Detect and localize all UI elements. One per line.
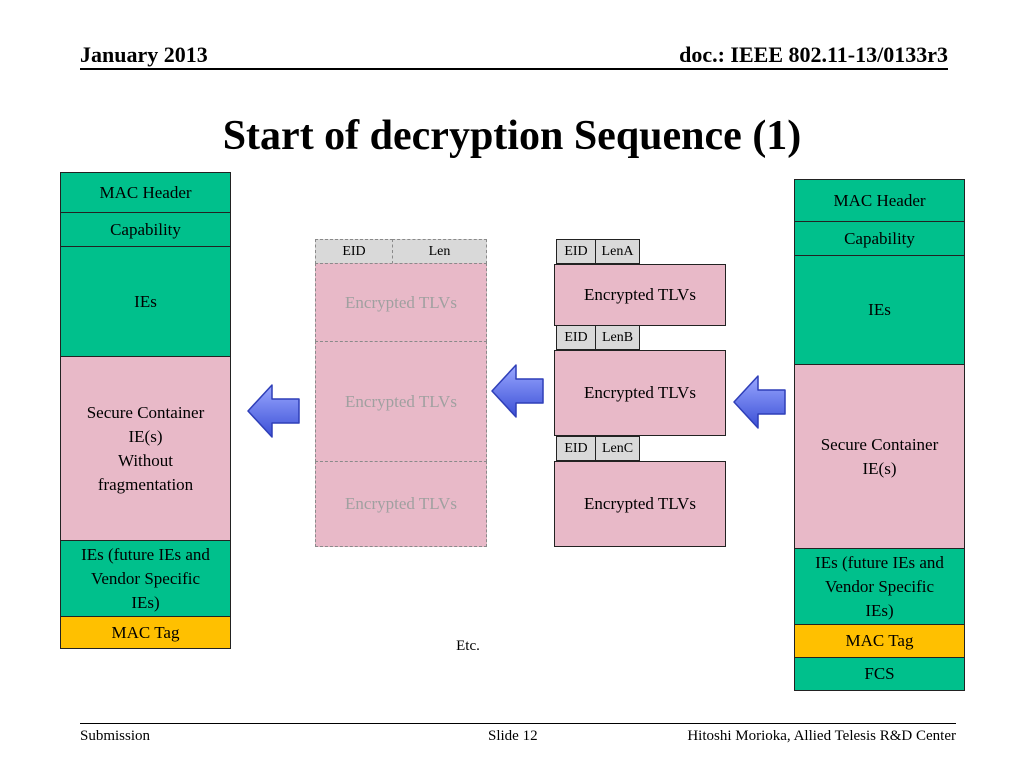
fragment-a-tlvs: Encrypted TLVs — [554, 264, 726, 326]
left-secure-container: Secure Container IE(s) Without fragmenta… — [60, 356, 231, 541]
left-future-ies: IEs (future IEs and Vendor Specific IEs) — [60, 540, 231, 617]
slide-title: Start of decryption Sequence (1) — [222, 113, 802, 159]
middle-tlvs-3: Encrypted TLVs — [315, 461, 487, 547]
header-rule — [80, 68, 948, 70]
fragment-c-tlvs: Encrypted TLVs — [554, 461, 726, 547]
footer-author: Hitoshi Morioka, Allied Telesis R&D Cent… — [687, 728, 956, 744]
middle-tlvs-2: Encrypted TLVs — [315, 341, 487, 462]
middle-eid: EID — [315, 239, 393, 264]
footer-submission: Submission — [80, 728, 151, 744]
header-date: January 2013 — [80, 42, 208, 67]
right-fcs: FCS — [794, 657, 965, 691]
footer-rule — [80, 723, 956, 724]
header-doc-id: doc.: IEEE 802.11-13/0133r3 — [679, 42, 948, 67]
right-secure-container: Secure Container IE(s) — [794, 364, 965, 549]
right-ies: IEs — [794, 255, 965, 365]
fragment-a-len: LenA — [595, 239, 640, 264]
arrow-middle-icon — [491, 364, 544, 418]
left-ies: IEs — [60, 246, 231, 357]
fragment-c-eid: EID — [556, 436, 596, 461]
etc-label: Etc. — [456, 638, 480, 654]
fragment-b-len: LenB — [595, 325, 640, 350]
footer-slide-number: Slide 12 — [488, 728, 538, 744]
fragment-b-eid: EID — [556, 325, 596, 350]
right-future-ies: IEs (future IEs and Vendor Specific IEs) — [794, 548, 965, 625]
left-mac-header: MAC Header — [60, 172, 231, 213]
arrow-left-icon — [247, 384, 300, 438]
fragment-a-eid: EID — [556, 239, 596, 264]
fragment-c-len: LenC — [595, 436, 640, 461]
arrow-right-icon — [733, 375, 786, 429]
middle-len: Len — [392, 239, 487, 264]
right-capability: Capability — [794, 221, 965, 256]
right-mac-tag: MAC Tag — [794, 624, 965, 658]
left-mac-tag: MAC Tag — [60, 616, 231, 649]
left-capability: Capability — [60, 212, 231, 247]
fragment-b-tlvs: Encrypted TLVs — [554, 350, 726, 436]
right-mac-header: MAC Header — [794, 179, 965, 222]
middle-tlvs-1: Encrypted TLVs — [315, 263, 487, 342]
